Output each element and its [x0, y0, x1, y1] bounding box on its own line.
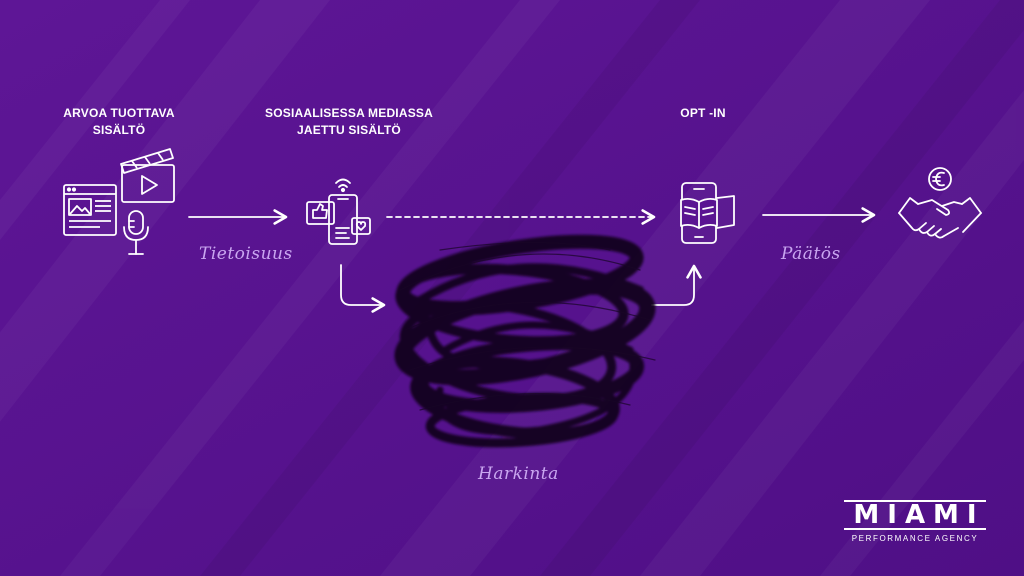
node-title-optin: OPT -IN: [680, 106, 726, 120]
brand-logo: MIAMI PERFORMANCE AGENCY: [844, 500, 986, 543]
browser-window-icon: [63, 184, 117, 236]
video-clapper-icon: [120, 148, 175, 203]
node-title-social: SOSIAALISESSA MEDIASSA JAETTU SISÄLTÖ: [265, 106, 433, 137]
microphone-icon: [123, 210, 149, 255]
node-title-content: ARVOA TUOTTAVA SISÄLTÖ: [63, 106, 175, 137]
brand-tagline: PERFORMANCE AGENCY: [851, 534, 979, 543]
arrow-into-consideration: [340, 264, 386, 313]
phone-ebook-icon: [680, 182, 735, 244]
stage-label-awareness: Tietoisuus: [199, 244, 293, 264]
handshake-euro-icon: [898, 167, 982, 239]
consideration-scribble: [394, 234, 656, 448]
smartphone-social-icon: [306, 178, 371, 245]
arrow-out-of-consideration: [651, 264, 702, 306]
brand-wordmark: MIAMI: [844, 500, 986, 530]
stage-label-consideration: Harkinta: [478, 464, 559, 484]
stage-label-decision: Päätös: [781, 244, 841, 264]
flow-arrows: [188, 207, 876, 313]
